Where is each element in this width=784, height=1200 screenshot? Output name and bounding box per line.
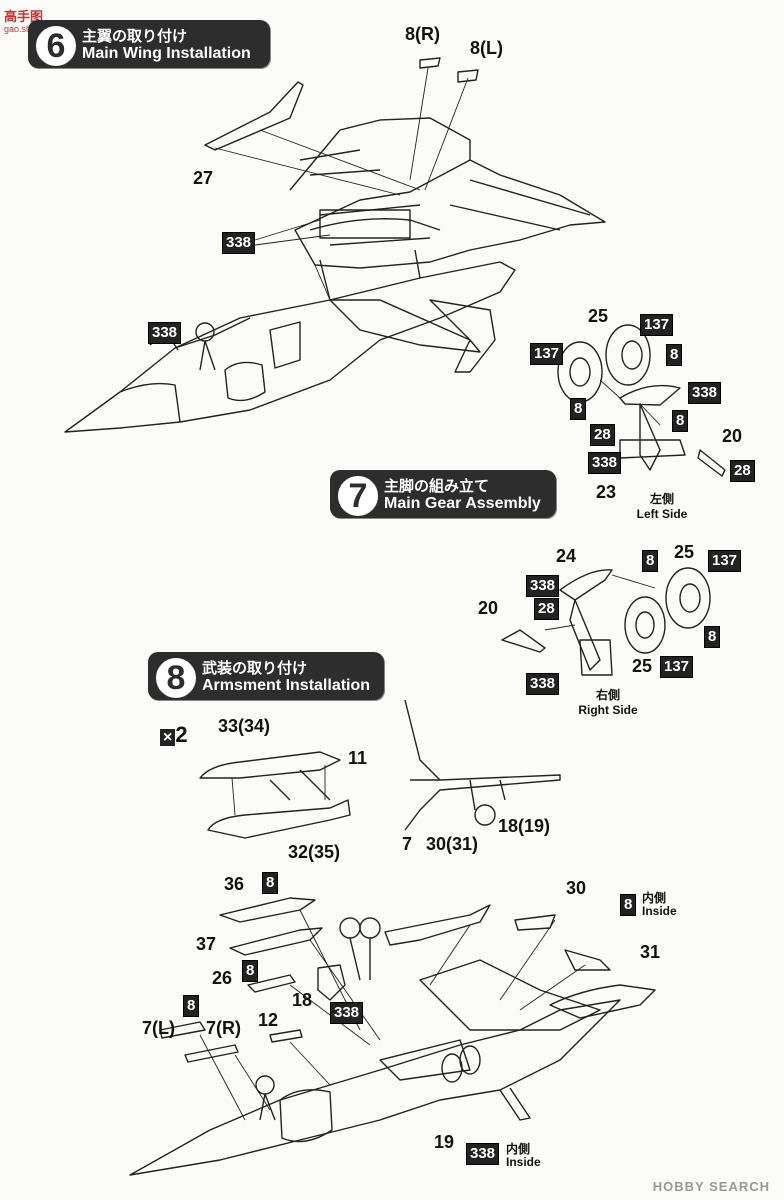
step8-code-8-c: 8	[183, 995, 200, 1017]
step7-right-code-8-b: 8	[704, 626, 721, 648]
step6-tailplane-drawing	[204, 81, 304, 151]
step7-left-code-338-a: 338	[688, 382, 722, 404]
part-8l-shape	[457, 69, 479, 83]
step8-parts-drawing	[159, 897, 656, 1063]
step7-left-side-en: Left Side	[636, 507, 688, 521]
step7-number: 7	[336, 474, 380, 518]
step8-part-12: 12	[258, 1010, 279, 1030]
step7-right-code-8: 8	[642, 550, 659, 572]
step6-leader-lines	[214, 67, 469, 301]
step7-right-code-338-b: 338	[526, 673, 560, 695]
step8-code-8-a: 8	[262, 872, 279, 894]
step8-part-11: 11	[348, 748, 368, 768]
step8-part-30: 30	[566, 878, 587, 898]
step8-title-en: Armsment Installation	[202, 677, 371, 694]
step8-multiplier: ×2	[160, 722, 188, 748]
step6-number: 6	[34, 24, 78, 68]
step8-part-18: 18	[292, 990, 313, 1010]
step7-left-code-28-a: 28	[590, 424, 615, 446]
step8-code-338-a: 338	[330, 1002, 364, 1024]
step8-aircraft-drawing	[129, 959, 621, 1176]
step7-right-code-338-a: 338	[526, 575, 560, 597]
step6-code-338: 338	[222, 232, 256, 254]
step8-part-18-19: 18(19)	[498, 816, 551, 836]
step8-title-jp: 武装の取り付け	[202, 659, 308, 677]
step6-banner: 6 主翼の取り付け Main Wing Installation	[28, 20, 270, 68]
step7-right-code-28: 28	[534, 598, 559, 620]
step8-inside-note: 内側 Inside	[642, 892, 677, 918]
step6-part-8l: 8(L)	[470, 38, 503, 58]
step8-part-7l: 7(L)	[142, 1018, 175, 1038]
step6-code-338-b: 338	[148, 322, 182, 344]
step8-part-19: 19	[434, 1132, 455, 1152]
step7-left-code-8-c: 8	[672, 410, 689, 432]
step8-multiplier-value: 2	[175, 722, 188, 747]
step7-right-gear-drawing	[501, 567, 711, 676]
step8-inside-en: Inside	[642, 904, 677, 918]
step7-banner: 7 主脚の組み立て Main Gear Assembly	[330, 470, 556, 518]
step6-title-en: Main Wing Installation	[82, 45, 251, 62]
step7-left-code-137-a: 137	[640, 314, 674, 336]
step7-left-part-25: 25	[588, 306, 609, 326]
step7-right-part-25-b: 25	[632, 656, 653, 676]
step8-part-7: 7	[402, 834, 413, 854]
step8-code-338-b: 338	[466, 1143, 500, 1165]
step8-inside-en-2: Inside	[506, 1155, 541, 1169]
step7-right-code-137-b: 137	[660, 656, 694, 678]
part-8r-shape	[419, 57, 441, 69]
step7-left-code-28-b: 28	[730, 460, 755, 482]
step7-right-code-137-a: 137	[708, 550, 742, 572]
step7-right-side-jp: 右側	[595, 688, 620, 702]
step6-part-8r: 8(R)	[405, 24, 440, 44]
step6-fuselage-drawing	[64, 249, 516, 433]
step7-left-part-20: 20	[722, 426, 743, 446]
step7-left-code-137-b: 137	[530, 343, 564, 365]
step7-right-part-20: 20	[478, 598, 499, 618]
step7-right-side-en: Right Side	[578, 703, 638, 717]
step8-code-8-b: 8	[242, 960, 259, 982]
step6-part-27: 27	[193, 168, 214, 188]
multiplier-x-icon: ×	[160, 729, 176, 746]
step8-part-26: 26	[212, 968, 233, 988]
step8-inside-note-2: 内側 Inside	[506, 1143, 541, 1169]
step7-right-part-24: 24	[556, 546, 577, 566]
step8-inside-jp-2: 内側	[506, 1142, 531, 1156]
step8-code-8-d: 8	[620, 894, 637, 916]
step8-part-31: 31	[640, 942, 661, 962]
step8-inside-jp: 内側	[642, 891, 667, 905]
step8-number: 8	[154, 656, 198, 700]
step7-left-part-23: 23	[596, 482, 617, 502]
step7-title-jp: 主脚の組み立て	[384, 477, 490, 495]
step8-part-33-34: 33(34)	[218, 716, 271, 736]
step6-title-jp: 主翼の取り付け	[82, 27, 188, 45]
step7-title-en: Main Gear Assembly	[384, 495, 541, 512]
step8-part-32-35: 32(35)	[288, 842, 341, 862]
step7-right-part-25-a: 25	[674, 542, 695, 562]
step7-left-code-8-b: 8	[570, 398, 587, 420]
step8-missile-drawing	[199, 751, 351, 839]
step7-left-side-jp: 左側	[649, 492, 674, 506]
watermark-bottom: HOBBY SEARCH	[652, 1179, 770, 1194]
step8-part-36: 36	[224, 874, 245, 894]
step7-left-code-8-a: 8	[666, 344, 683, 366]
step6-wing-drawing	[289, 117, 606, 269]
step8-banner: 8 武装の取り付け Armsment Installation	[148, 652, 384, 700]
step7-right-side-label: 右側 Right Side	[568, 688, 648, 718]
step7-left-code-338-b: 338	[588, 452, 622, 474]
step8-part-7r: 7(R)	[206, 1018, 241, 1038]
step8-part-37: 37	[196, 934, 217, 954]
step8-side-view-drawing	[404, 699, 561, 831]
step7-left-side-label: 左側 Left Side	[630, 492, 694, 522]
step8-part-30-31: 30(31)	[426, 834, 479, 854]
step7-left-gear-drawing	[557, 324, 726, 477]
